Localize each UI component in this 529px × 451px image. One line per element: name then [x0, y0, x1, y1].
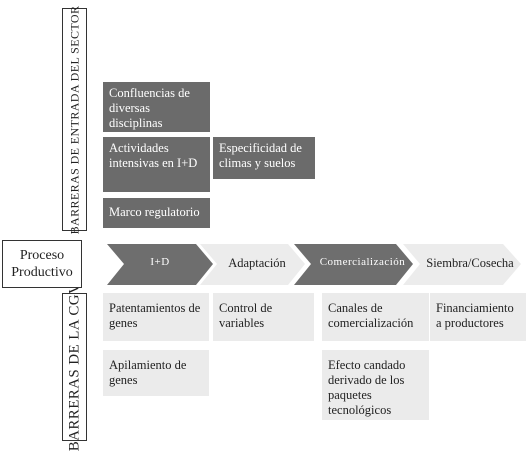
- cgv-barrier-financiamiento-text: Financiamiento a productores: [436, 301, 514, 330]
- cgv-barriers-side-label: Barreras de la CGV: [62, 283, 87, 451]
- arrow-comercializacion: [294, 244, 413, 285]
- stage-label-id: I+D: [150, 256, 170, 268]
- cgv-barrier-canales: Canales de comercialización: [322, 293, 429, 341]
- cgv-barrier-patentamientos-text: Patentamientos de genes: [109, 301, 201, 330]
- entry-barrier-disciplinas: Confluencias de diversas disciplinas: [103, 82, 210, 132]
- cgv-barrier-control: Control de variables: [213, 293, 314, 341]
- cgv-barrier-efecto-candado: Efecto candado derivado de los paquetes …: [322, 350, 429, 420]
- entry-barrier-marco: Marco regulatorio: [103, 198, 210, 228]
- cgv-barrier-canales-text: Canales de comercialización: [328, 301, 414, 330]
- entry-barrier-actividades-text: Actividades intensivas en I+D: [109, 141, 198, 170]
- stage-label-comercializacion: Comercialización: [319, 256, 406, 268]
- proceso-productivo-label: Proceso Productivo: [11, 248, 73, 280]
- proceso-productivo-box: Proceso Productivo: [2, 240, 82, 288]
- cgv-barrier-control-text: Control de variables: [219, 301, 273, 330]
- entry-barriers-side-label: Barreras de entrada del sector: [62, 5, 87, 234]
- cgv-barrier-apilamiento-text: Apilamiento de genes: [109, 358, 187, 387]
- arrow-adaptacion: [200, 244, 305, 285]
- cgv-barrier-efecto-candado-text: Efecto candado derivado de los paquetes …: [328, 358, 406, 417]
- arrow-siembra: [403, 244, 521, 285]
- entry-barrier-climas: Especificidad de climas y suelos: [213, 137, 315, 179]
- entry-barrier-climas-text: Especificidad de climas y suelos: [219, 141, 302, 170]
- cgv-barrier-financiamiento: Financiamiento a productores: [430, 293, 526, 341]
- entry-barrier-disciplinas-text: Confluencias de diversas disciplinas: [109, 86, 190, 130]
- stage-label-adaptacion: Adaptación: [228, 256, 286, 270]
- arrow-id: [107, 244, 213, 285]
- cgv-barrier-patentamientos: Patentamientos de genes: [103, 293, 209, 341]
- stage-label-siembra: Siembra/Cosecha: [426, 256, 514, 270]
- entry-barrier-marco-text: Marco regulatorio: [109, 205, 200, 219]
- entry-barrier-actividades: Actividades intensivas en I+D: [103, 137, 210, 192]
- cgv-barrier-apilamiento: Apilamiento de genes: [103, 350, 209, 396]
